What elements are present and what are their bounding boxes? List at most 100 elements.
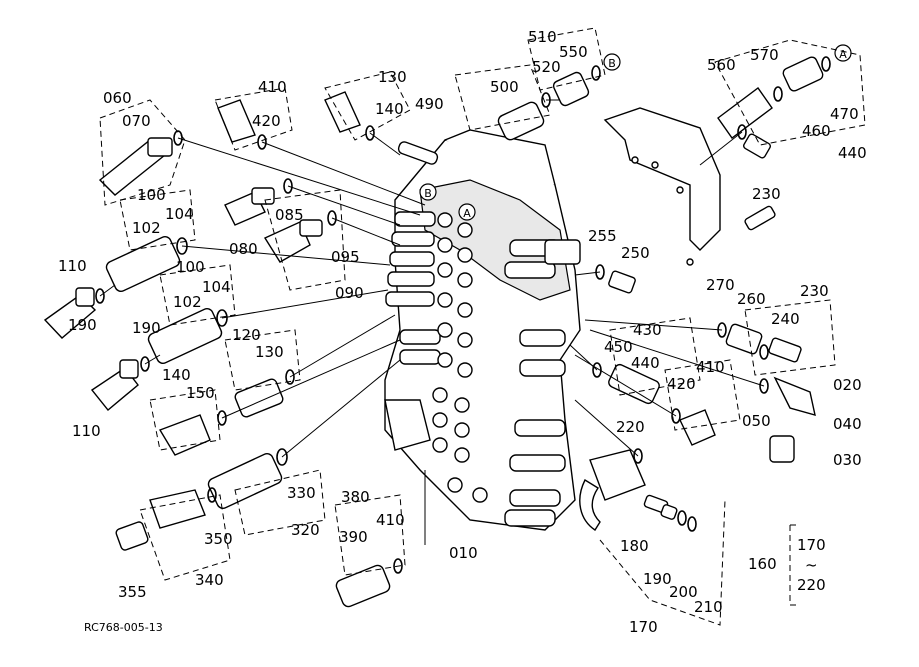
elbow-fitting-110-b [90, 356, 150, 411]
label-095: 095 [331, 248, 360, 266]
bracket-plate [603, 107, 721, 266]
label-104-b: 104 [202, 278, 231, 296]
label-085: 085 [275, 206, 304, 224]
fitting-540 [717, 86, 783, 139]
label-090: 090 [335, 284, 364, 302]
label-380: 390 [339, 528, 368, 546]
label-230-right: 230 [800, 282, 829, 300]
label-102-a: 102 [132, 219, 161, 237]
svg-text:A: A [839, 48, 847, 61]
group-boxes [99, 27, 866, 626]
label-100-a: 100 [137, 186, 166, 204]
label-340: 340 [195, 571, 224, 589]
part-labels: 060 070 410 420 130 140 490 500 510 550 … [58, 28, 867, 636]
label-510: 510 [528, 28, 557, 46]
callout-B-top: B [603, 53, 621, 71]
port-holes [432, 212, 488, 503]
valve-440 [592, 362, 660, 405]
label-190: 190 [643, 570, 672, 588]
label-480: 470 [830, 105, 859, 123]
label-240-top: 140 [375, 100, 404, 118]
label-200: 200 [669, 583, 698, 601]
label-060: 060 [103, 89, 132, 107]
elbow-fitting-020 [759, 376, 816, 463]
valve-assembly-170 [579, 448, 697, 532]
label-500: 500 [490, 78, 519, 96]
tee-fitting-340 [115, 487, 217, 551]
label-range-sep: ~ [805, 556, 818, 574]
label-230-top: 130 [378, 68, 407, 86]
label-440: 440 [631, 354, 660, 372]
relief-valve-102-b [147, 307, 228, 365]
label-350: 350 [204, 530, 233, 548]
label-490: 490 [415, 95, 444, 113]
fitting-260 [717, 322, 763, 355]
leader-lines [99, 99, 765, 545]
svg-text:B: B [424, 187, 432, 200]
label-110-b: 110 [72, 422, 101, 440]
fitting-250 [595, 264, 636, 294]
label-080: 080 [229, 240, 258, 258]
label-020: 020 [833, 376, 862, 394]
callout-B-body: B [419, 183, 437, 201]
elbow-fitting-410-right [671, 408, 716, 446]
label-210: 210 [694, 598, 723, 616]
fitting-470 [782, 56, 831, 92]
right-spools [504, 239, 581, 527]
elbow-fitting-110-a [43, 287, 105, 339]
control-valve-body [384, 129, 581, 531]
label-280-b: 190 [132, 319, 161, 337]
label-160: 160 [748, 555, 777, 573]
reference-code: RC768-005-13 [84, 621, 163, 634]
label-530: 550 [559, 43, 588, 61]
label-255: 255 [588, 227, 617, 245]
label-140: 140 [162, 366, 191, 384]
label-240-right: 240 [771, 310, 800, 328]
label-320: 320 [291, 521, 320, 539]
label-102-b: 102 [173, 293, 202, 311]
fitting-150 [158, 410, 227, 456]
valve-380 [335, 558, 403, 608]
label-range-to: 220 [797, 576, 826, 594]
label-520: 520 [532, 58, 561, 76]
label-180: 180 [620, 537, 649, 555]
label-010: 010 [449, 544, 478, 562]
label-270: 270 [706, 276, 735, 294]
label-260: 260 [737, 290, 766, 308]
label-250: 250 [621, 244, 650, 262]
fitting-560 [737, 124, 771, 159]
label-150: 150 [186, 384, 215, 402]
label-100-b: 100 [176, 258, 205, 276]
label-040: 040 [833, 415, 862, 433]
spool-stack [385, 211, 441, 365]
callout-A-body: A [458, 203, 476, 221]
label-220: 220 [616, 418, 645, 436]
label-550: 570 [750, 46, 779, 64]
label-110-a: 110 [58, 257, 87, 275]
callout-A-top: A [834, 44, 852, 62]
label-410-right: 410 [696, 358, 725, 376]
svg-text:B: B [608, 57, 616, 70]
label-460: 440 [838, 144, 867, 162]
label-050: 050 [742, 412, 771, 430]
bolt-360 [744, 205, 776, 231]
label-420-right: 420 [667, 375, 696, 393]
svg-text:A: A [463, 207, 471, 220]
fitting-130 [234, 369, 295, 418]
elbow-fitting-230-top [324, 91, 375, 141]
label-120: 120 [232, 326, 261, 344]
label-430: 430 [633, 321, 662, 339]
elbow-fitting-060 [98, 130, 183, 196]
label-130: 130 [255, 343, 284, 361]
fitting-240-right [759, 337, 802, 363]
label-410-top: 410 [258, 78, 287, 96]
label-280-a: 190 [68, 316, 97, 334]
relief-valve-320 [207, 448, 288, 510]
label-360: 230 [752, 185, 781, 203]
label-070: 070 [122, 112, 151, 130]
label-range-from: 170 [797, 536, 826, 554]
label-450: 450 [604, 338, 633, 356]
label-370: 380 [341, 488, 370, 506]
label-355: 355 [118, 583, 147, 601]
